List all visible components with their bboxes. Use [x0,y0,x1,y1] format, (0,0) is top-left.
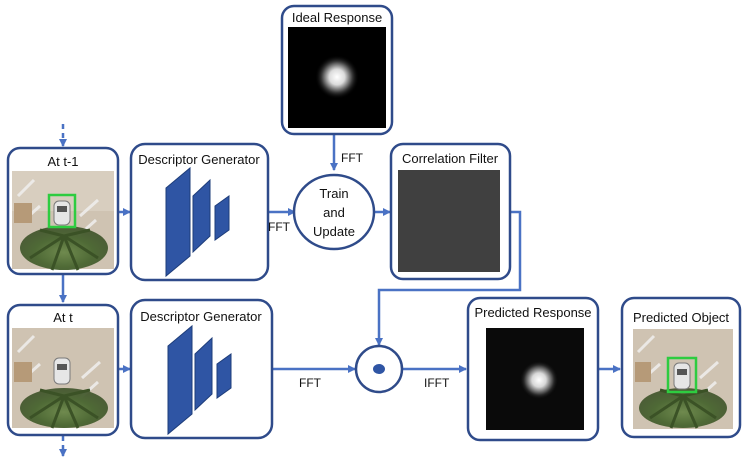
arrow-filter-to-multiply [375,210,522,346]
predicted-response-peak [519,360,559,400]
descriptor-bottom-label: Descriptor Generator [140,309,262,324]
descriptor-generator-bottom: Descriptor Generator [129,298,274,440]
train-update-node: Train and Update [292,173,376,251]
correlation-filter-box: Correlation Filter [389,142,512,281]
edge-label-fft-ideal: FFT [341,151,364,165]
frame-prev-label: At t-1 [47,154,78,169]
ideal-response-box: Ideal Response [280,4,394,136]
train-update-line2: and [323,205,345,220]
predicted-object-label: Predicted Object [633,310,729,325]
bbox-prev [47,193,77,229]
predicted-object-box: Predicted Object [620,296,742,439]
connectors [59,124,621,457]
cnn-layers-icon [165,166,230,278]
cnn-layers-icon [167,324,232,436]
ideal-response-label: Ideal Response [292,10,382,25]
ideal-response-peak [315,55,359,99]
edge-label-ifft: IFFT [424,376,450,390]
aerial-image-curr [12,328,114,429]
multiply-node [354,344,404,394]
edge-label-fft-bottom: FFT [299,376,322,390]
frame-curr-label: At t [53,310,73,325]
correlation-filter-image [398,170,500,272]
bbox-predicted [666,356,698,394]
aerial-image-prev [12,171,114,271]
descriptor-generator-top: Descriptor Generator [129,142,270,282]
train-update-line1: Train [319,186,348,201]
predicted-response-label: Predicted Response [474,305,591,320]
aerial-image-predicted [633,329,733,429]
correlation-filter-label: Correlation Filter [402,151,499,166]
edge-label-fft-top: FFT [268,220,291,234]
frame-curr-box: At t [6,303,120,437]
frame-prev-box: At t-1 [6,146,120,276]
predicted-response-box: Predicted Response [466,296,600,442]
train-update-line3: Update [313,224,355,239]
descriptor-top-label: Descriptor Generator [138,152,260,167]
multiply-dot-icon [373,364,385,374]
